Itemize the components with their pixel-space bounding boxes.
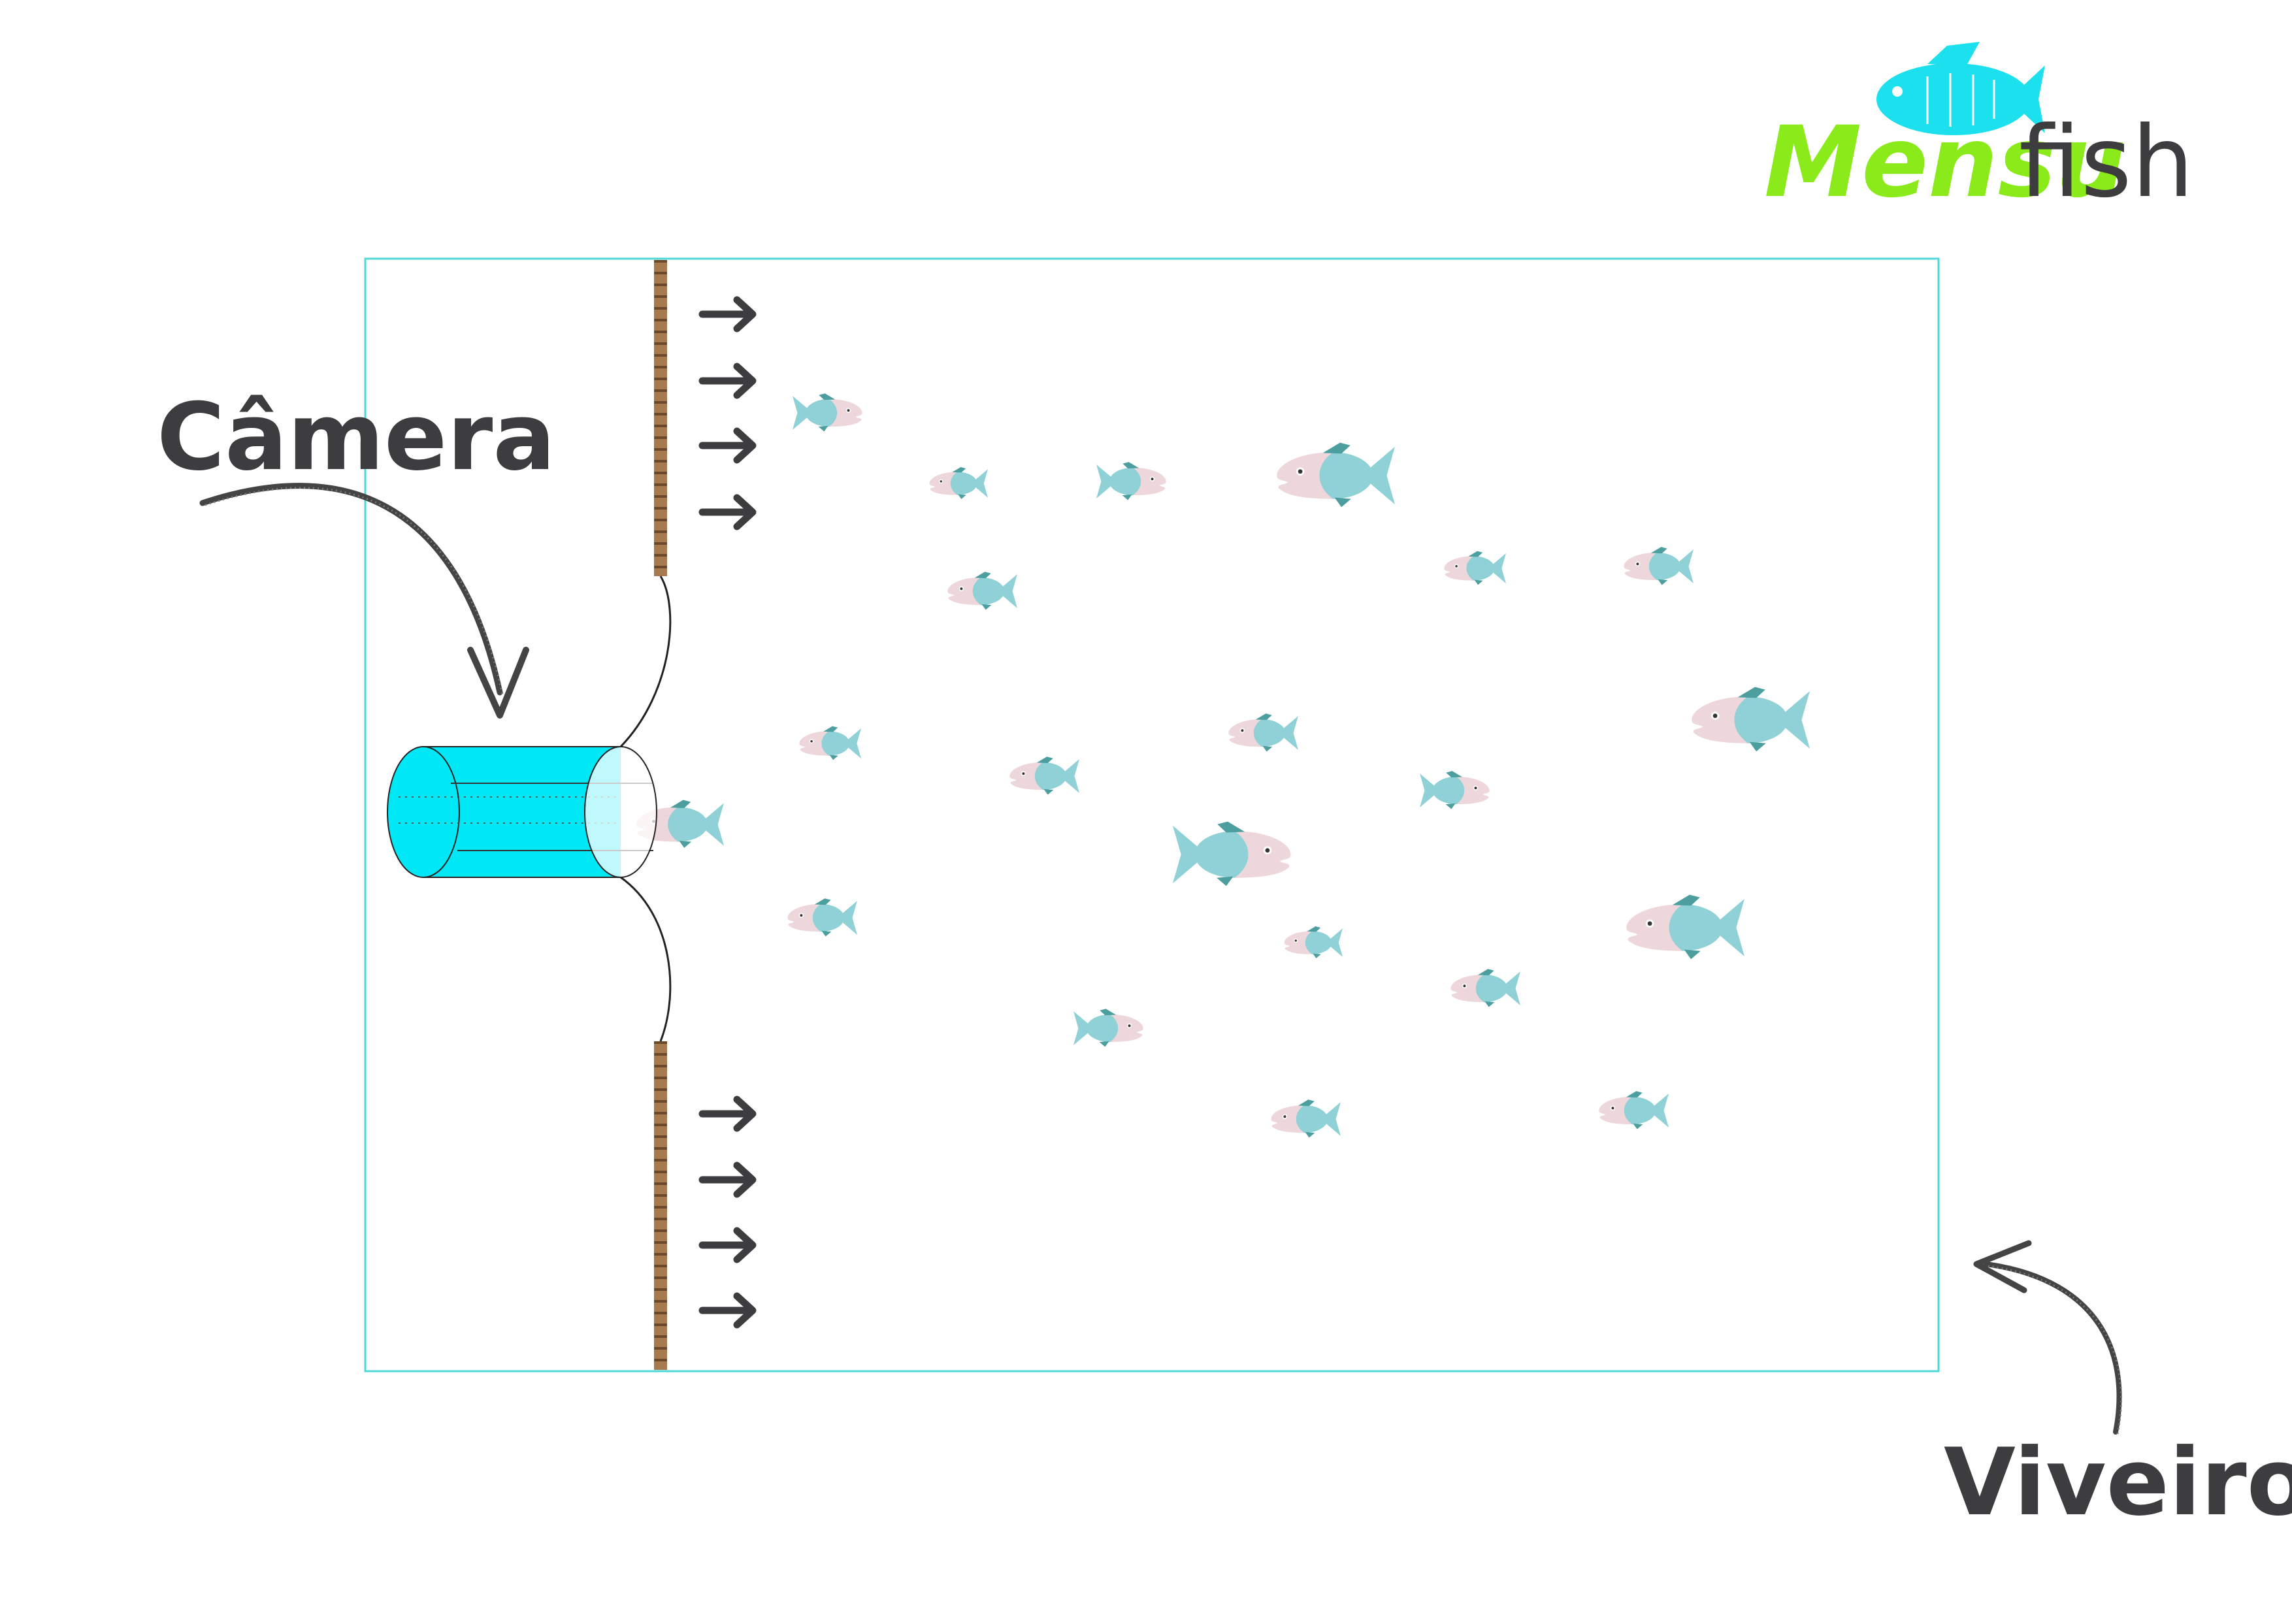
fish-icon	[1096, 462, 1166, 500]
fish-icon	[1692, 687, 1810, 752]
camera-cylinder-icon	[387, 746, 657, 878]
fish-icon	[1173, 822, 1291, 886]
tank-border	[364, 257, 1940, 1372]
fish-icon	[1284, 926, 1343, 958]
fish-icon	[787, 898, 857, 937]
right-arrow-icon	[698, 1292, 757, 1329]
fish-icon	[799, 726, 861, 760]
fish-icon	[947, 572, 1017, 610]
fish-school	[787, 393, 1810, 1138]
right-arrow-icon	[698, 494, 757, 530]
fish-icon	[1626, 894, 1744, 960]
fish-icon	[1444, 551, 1506, 585]
logo-text-fish: fish	[2019, 106, 2194, 219]
logo-text-mensu: Mensu	[1764, 106, 2126, 219]
right-arrow-icon	[698, 427, 757, 464]
arrows-top	[698, 296, 757, 530]
fish-icon	[1073, 1009, 1143, 1047]
fish-icon	[1228, 713, 1298, 752]
fish-icon	[1277, 442, 1395, 508]
fish-icon	[793, 393, 862, 431]
logo-fish-icon	[1876, 42, 2045, 135]
camera-label: Câmera	[157, 383, 555, 491]
fish-icon	[1271, 1099, 1341, 1138]
fish-icon	[1009, 756, 1079, 795]
fish-icon	[1450, 969, 1520, 1007]
right-arrow-icon	[698, 1227, 757, 1263]
fish-icon	[929, 467, 988, 499]
net-line-bottom	[620, 876, 672, 1042]
fish-icon	[1624, 547, 1694, 585]
logo: Mensu fish	[1764, 42, 2194, 219]
right-arrow-icon	[698, 363, 757, 399]
net-line-top	[619, 576, 672, 748]
right-arrow-icon	[698, 296, 757, 333]
viveiro-label: Viveiro	[1944, 1429, 2292, 1536]
right-arrow-icon	[698, 1096, 757, 1132]
camera-pointer-arrow	[199, 483, 529, 719]
fish-icon	[1599, 1091, 1669, 1129]
viveiro-pointer-arrow	[1973, 1240, 2122, 1435]
fish-icon	[1420, 771, 1490, 809]
arrows-bottom	[698, 1096, 757, 1329]
right-arrow-icon	[698, 1161, 757, 1198]
